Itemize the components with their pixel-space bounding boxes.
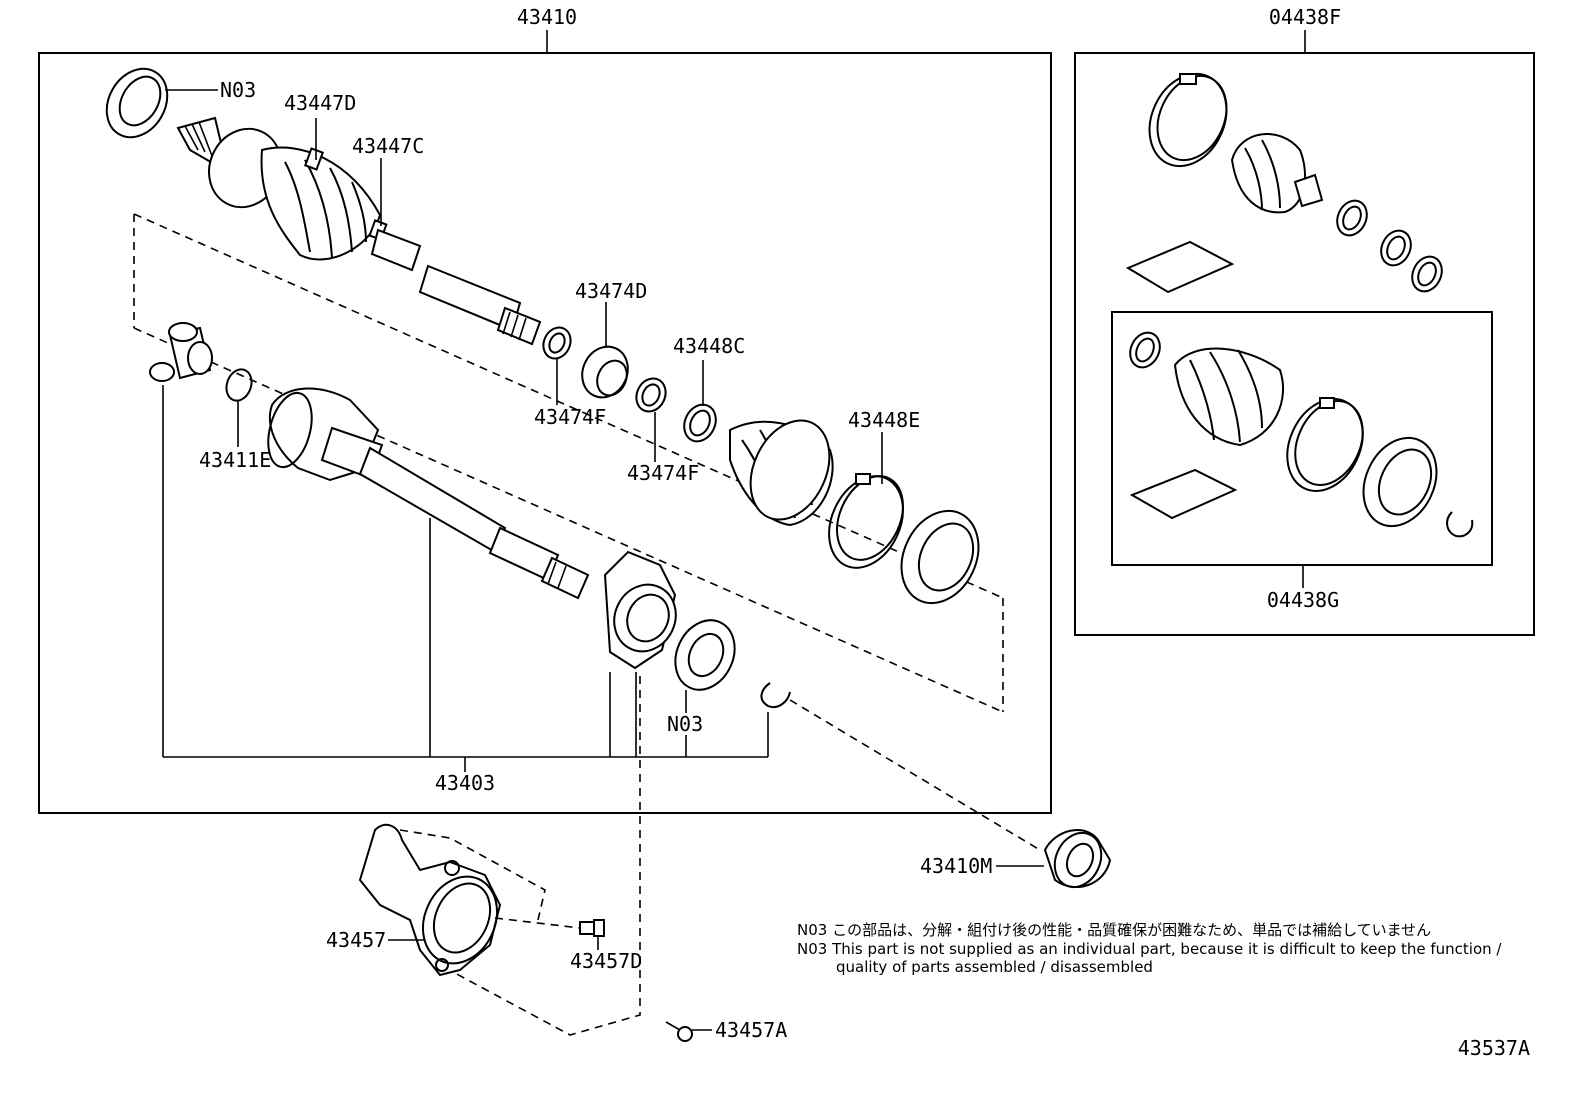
label-43448E: 43448E: [848, 408, 920, 432]
label-43448C: 43448C: [673, 334, 745, 358]
label-N03-bottom: N03: [667, 712, 703, 736]
label-43410: 43410: [517, 5, 577, 29]
label-43447D: 43447D: [284, 91, 356, 115]
tripod-43411: [149, 322, 213, 382]
seal-N03-bottom: [674, 619, 736, 691]
shaft-43403: [358, 446, 590, 600]
label-43537A: 43537A: [1458, 1036, 1530, 1060]
seal-N03-top: [105, 67, 169, 139]
note-english-line2: quality of parts assembled / disassemble…: [836, 958, 1153, 976]
kit-frame-04438G: [1111, 311, 1493, 566]
label-43410M: 43410M: [920, 854, 992, 878]
clamp-43448E: [828, 473, 904, 569]
bearing-43410M: [1043, 829, 1112, 889]
label-43474F-b: 43474F: [627, 461, 699, 485]
dust-deflector: [900, 509, 980, 605]
note-english-line1: N03 This part is not supplied as an indi…: [797, 940, 1502, 958]
ring-43474F-b: [635, 377, 667, 413]
inner-boot: [729, 419, 834, 527]
outer-joint-boot: [176, 116, 388, 261]
label-43474F-a: 43474F: [534, 405, 606, 429]
snap-ring-bottom: [760, 682, 791, 708]
label-43457: 43457: [326, 928, 386, 952]
label-43411E: 43411E: [199, 448, 271, 472]
bolt-43457D: [579, 919, 605, 937]
label-04438F: 04438F: [1269, 5, 1341, 29]
label-N03-top: N03: [220, 78, 256, 102]
inner-joint-housing: [267, 387, 384, 482]
knuckle-43457: [358, 823, 502, 977]
label-43474D: 43474D: [575, 279, 647, 303]
drive-shaft: [370, 228, 542, 346]
ring-43474F-a: [542, 326, 572, 360]
label-43403: 43403: [435, 771, 495, 795]
snap-ring-43411E: [225, 368, 253, 402]
label-43457A: 43457A: [715, 1018, 787, 1042]
kit-04438F-parts: [1125, 72, 1443, 294]
assembly-frame-43410: [38, 52, 1052, 814]
leader-43403: [162, 385, 769, 772]
label-04438G: 04438G: [1267, 588, 1339, 612]
bolt-43457A: [665, 1021, 693, 1042]
label-43457D: 43457D: [570, 949, 642, 973]
clamp-43448C: [683, 403, 717, 443]
label-43447C: 43447C: [352, 134, 424, 158]
bearing-bracket: [603, 550, 677, 670]
kit-04438G-parts: [1129, 331, 1474, 538]
note-japanese: N03 この部品は、分解・組付け後の性能・品質確保が困難なため、単品では補給して…: [797, 921, 1431, 939]
damper-43474D: [581, 345, 629, 399]
